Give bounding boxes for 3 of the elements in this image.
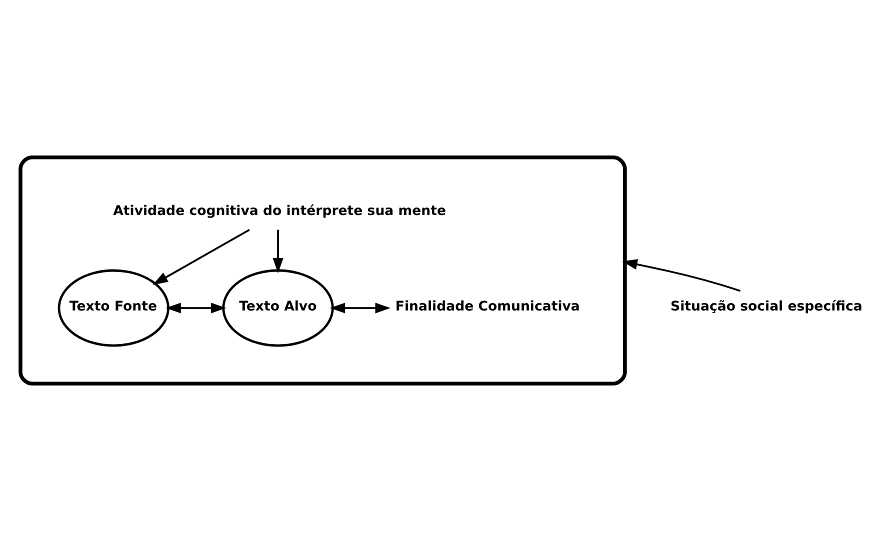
node-text: Finalidade Comunicativa	[395, 300, 580, 315]
node-text: Atividade cognitiva do intérprete sua mente	[113, 204, 446, 220]
node-text: Situação social específica	[670, 300, 862, 315]
